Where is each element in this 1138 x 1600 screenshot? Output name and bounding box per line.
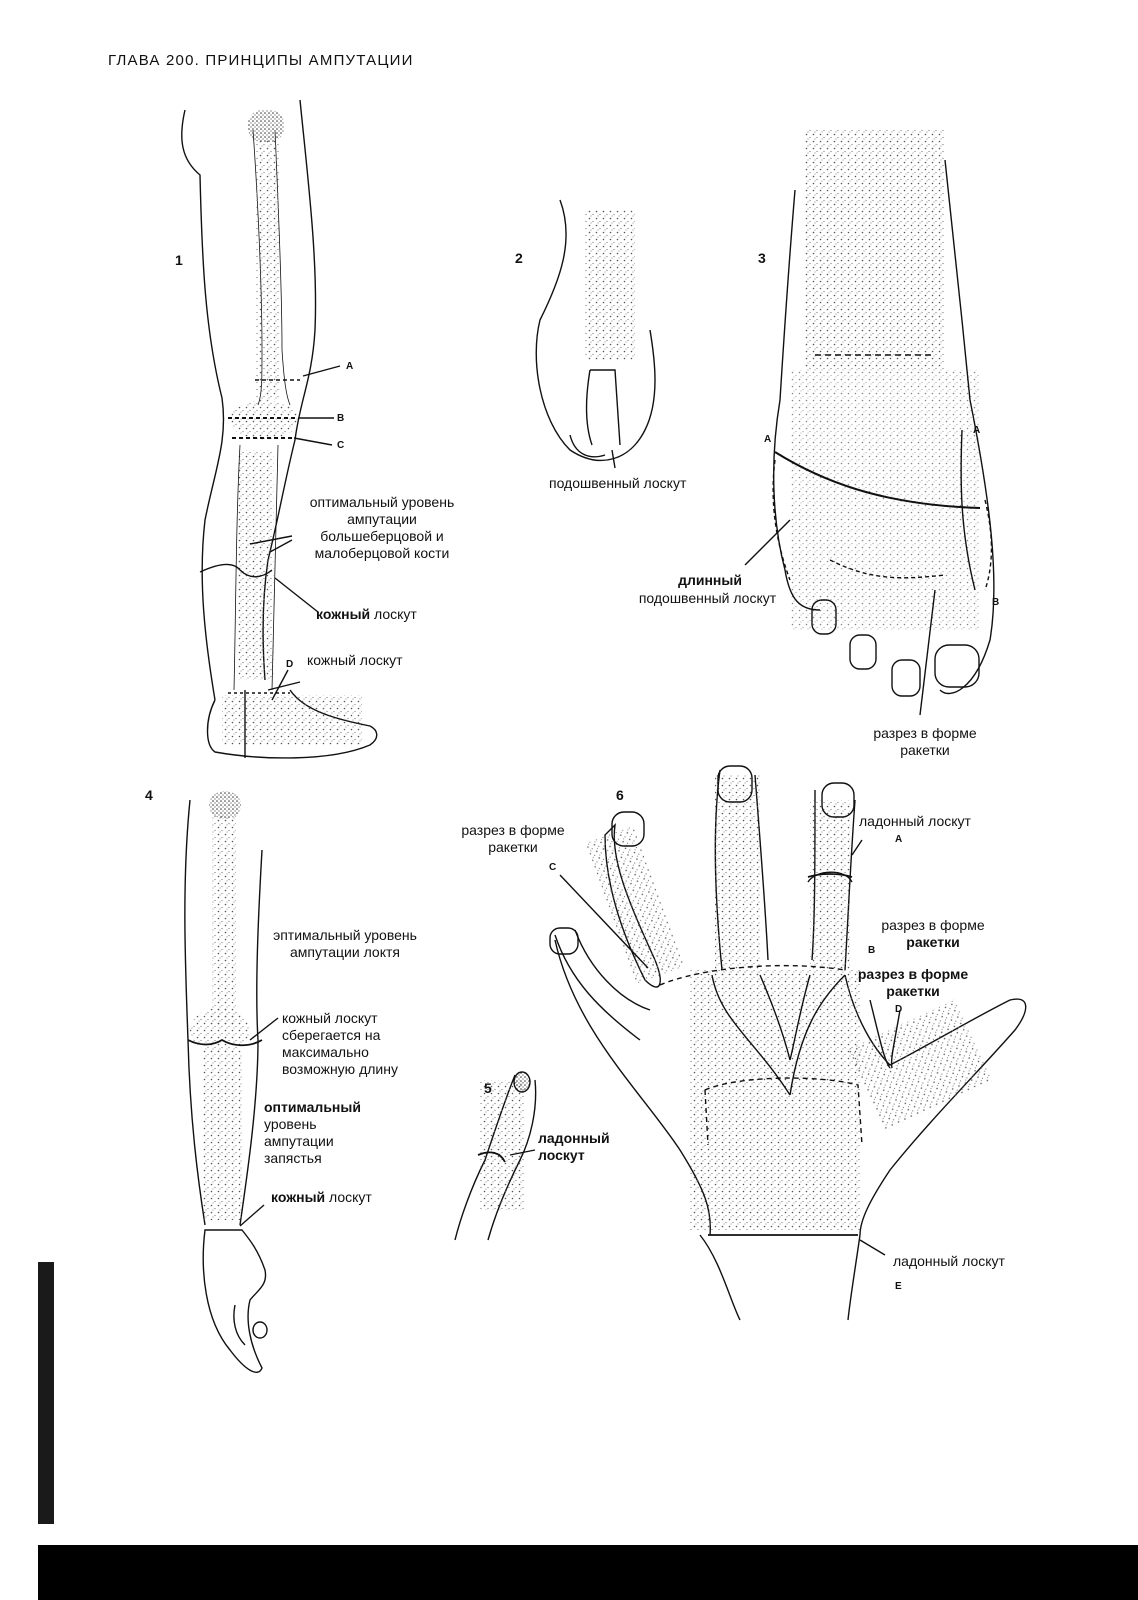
figure-4-number: 4 <box>145 787 153 803</box>
figure-1-letter-a: A <box>346 361 354 372</box>
figure-3-racket-incision-label: разрез в форме ракетки <box>873 725 977 758</box>
figure-4-skin-flap-preserved-label: кожный лоскут сберегается на максимально… <box>282 1010 398 1077</box>
figure-1-skin-flap-label: кожный лоскут <box>316 606 417 623</box>
figure-1-optimal-level-label: оптимальный уровень ампутации большеберц… <box>309 494 455 561</box>
figure-5-number: 5 <box>484 1080 492 1096</box>
figure-3-forefoot <box>744 130 995 716</box>
figure-1-letter-b: B <box>337 413 345 424</box>
figure-2-toe <box>535 199 656 469</box>
figure-5-flap-label: лоскут <box>538 1147 585 1163</box>
figure-4-skin-flap-label: кожный лоскут <box>271 1189 372 1206</box>
figure-1-number: 1 <box>175 252 183 268</box>
figure-6-letter-e: E <box>895 1281 902 1292</box>
figure-6-letter-c: C <box>549 862 557 873</box>
figure-6-racket-right-line-2: ракетки <box>906 934 960 950</box>
figure-3-plantar-flap-label: подошвенный лоскут <box>638 590 777 606</box>
figure-6-racket-right-line-1: разрез в форме <box>881 917 985 933</box>
figure-6-hand <box>549 765 1027 1321</box>
figure-6-palmar-flap-top-label: ладонный лоскут <box>859 813 971 829</box>
figure-2-number: 2 <box>515 250 523 266</box>
figure-6-letter-d: D <box>895 1004 903 1015</box>
flap-word: лоскут <box>329 1189 372 1205</box>
figure-6-racket-left-line-1: разрез в форме <box>461 822 565 838</box>
figure-6-number: 6 <box>616 787 624 803</box>
figure-6-letter-b: B <box>868 945 876 956</box>
figure-4-arm <box>184 791 279 1373</box>
figure-2-plantar-flap-label: подошвенный лоскут <box>549 475 687 491</box>
skin-flap-word: кожный <box>271 1189 326 1205</box>
figure-1-skin-flap-label-2: кожный лоскут <box>307 652 403 668</box>
figure-1-leg <box>181 99 378 759</box>
figure-5-palmar-label: ладонный <box>538 1130 610 1146</box>
figure-4-optimal-label: оптимальный <box>264 1099 361 1115</box>
scan-edge-bar <box>38 1262 54 1524</box>
figure-3-letter-a-right: A <box>973 425 981 436</box>
figure-4-wrist-level-label: уровень ампутации запястья <box>264 1116 334 1166</box>
figure-6-racket-left-line-2: ракетки <box>488 839 538 855</box>
figure-3-letter-a-left: A <box>764 434 772 445</box>
figure-4-optimal-elbow-label: эптимальный уровень ампутации локтя <box>273 927 417 960</box>
figure-6-letter-a: A <box>895 834 903 845</box>
figure-6-racket-bold-line-1: разрез в форме <box>857 966 969 982</box>
skin-flap-word: кожный <box>316 606 371 622</box>
scan-bottom-bar <box>38 1545 1138 1600</box>
figure-6-racket-bold-line-2: ракетки <box>886 983 940 999</box>
figure-1-letter-c: C <box>337 440 345 451</box>
page-header: ГЛАВА 200. ПРИНЦИПЫ АМПУТАЦИИ <box>108 52 414 69</box>
figure-5-finger <box>454 1071 537 1241</box>
figure-3-number: 3 <box>758 250 766 266</box>
figure-1-letter-d: D <box>286 659 294 670</box>
figure-6-palmar-flap-bottom-label: ладонный лоскут <box>893 1253 1005 1269</box>
figure-3-long-label: длинный <box>678 572 742 588</box>
flap-word: лоскут <box>374 606 417 622</box>
figure-3-letter-b: B <box>992 597 1000 608</box>
